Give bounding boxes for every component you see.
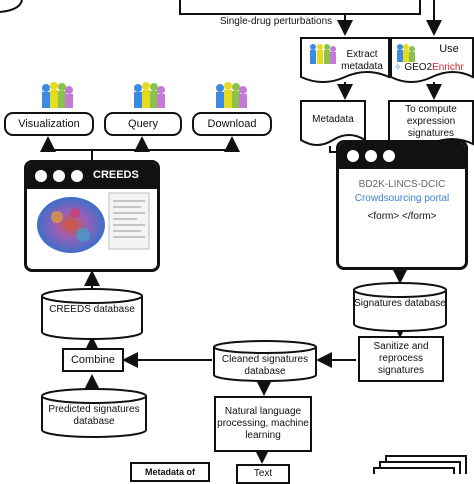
signatures-db-label: Signatures database — [354, 298, 446, 309]
query-button[interactable]: Query — [104, 112, 182, 136]
flow-connectors — [0, 0, 442, 464]
database-shape — [213, 340, 317, 382]
document-shape — [300, 37, 390, 83]
cleaned-database: Cleaned signatures database — [212, 340, 318, 382]
single-drug-label: Single-drug perturbations — [219, 16, 333, 27]
portal-titlebar — [339, 143, 465, 169]
users-icon — [212, 80, 252, 110]
database-shape — [41, 288, 143, 340]
creeds-window: CREEDS — [24, 160, 160, 272]
portal-window: BD2K-LINCS-DCIC Crowdsourcing portal <fo… — [336, 140, 468, 270]
predicted-database: Predicted signatures database — [40, 388, 148, 438]
use-geo2enrichr-box: Use ✧ GEO2Enrichr — [390, 37, 474, 83]
nlp-box: Natural language processing, machine lea… — [214, 396, 312, 452]
metadata-box: Metadata — [300, 100, 366, 146]
enrichr-label: Enrichr — [432, 62, 464, 73]
users-icon — [130, 80, 170, 110]
compute-signatures-label: To compute expression signatures — [405, 104, 457, 139]
form-tag-label: <form> </form> — [367, 211, 437, 222]
cleaned-db-label: Cleaned signatures database — [221, 354, 309, 377]
metadata-label: Metadata — [312, 114, 354, 125]
top-partial-box — [179, 0, 421, 15]
geo2enrichr-logo: ✧ GEO2Enrichr — [394, 61, 474, 74]
creeds-window-title: CREEDS — [93, 169, 139, 181]
window-dot — [71, 170, 83, 182]
crowdsourcing-label: Crowdsourcing portal — [354, 193, 450, 204]
geo2-label: GEO2 — [404, 62, 433, 73]
window-dot — [383, 150, 395, 162]
network-visualization — [37, 192, 150, 253]
window-dot — [365, 150, 377, 162]
extract-metadata-box: Extract metadata — [300, 37, 390, 83]
combine-box: Combine — [62, 348, 124, 372]
database-shape — [353, 282, 447, 332]
window-dot — [347, 150, 359, 162]
dna-icon: ✧ — [394, 62, 402, 72]
predicted-db-label: Predicted signatures database — [48, 404, 140, 427]
creeds-database: CREEDS database — [40, 288, 144, 340]
creeds-db-label: CREEDS database — [49, 304, 135, 315]
download-button[interactable]: Download — [192, 112, 272, 136]
bd2k-label: BD2K-LINCS-DCIC — [358, 179, 446, 190]
database-shape — [41, 388, 147, 438]
extract-metadata-label: Extract metadata — [341, 49, 383, 72]
document-shape — [390, 37, 474, 83]
use-label: Use — [439, 43, 459, 55]
signatures-database: Signatures database — [352, 282, 448, 332]
visualization-button[interactable]: Visualization — [4, 112, 94, 136]
document-shape — [300, 100, 366, 146]
creeds-titlebar — [27, 163, 157, 189]
stacked-documents-icon — [373, 455, 467, 474]
sanitize-box: Sanitize and reprocess signatures — [358, 336, 444, 382]
users-icon — [38, 80, 78, 110]
window-dot — [35, 170, 47, 182]
window-dot — [53, 170, 65, 182]
top-left-partial-shape — [0, 0, 23, 13]
